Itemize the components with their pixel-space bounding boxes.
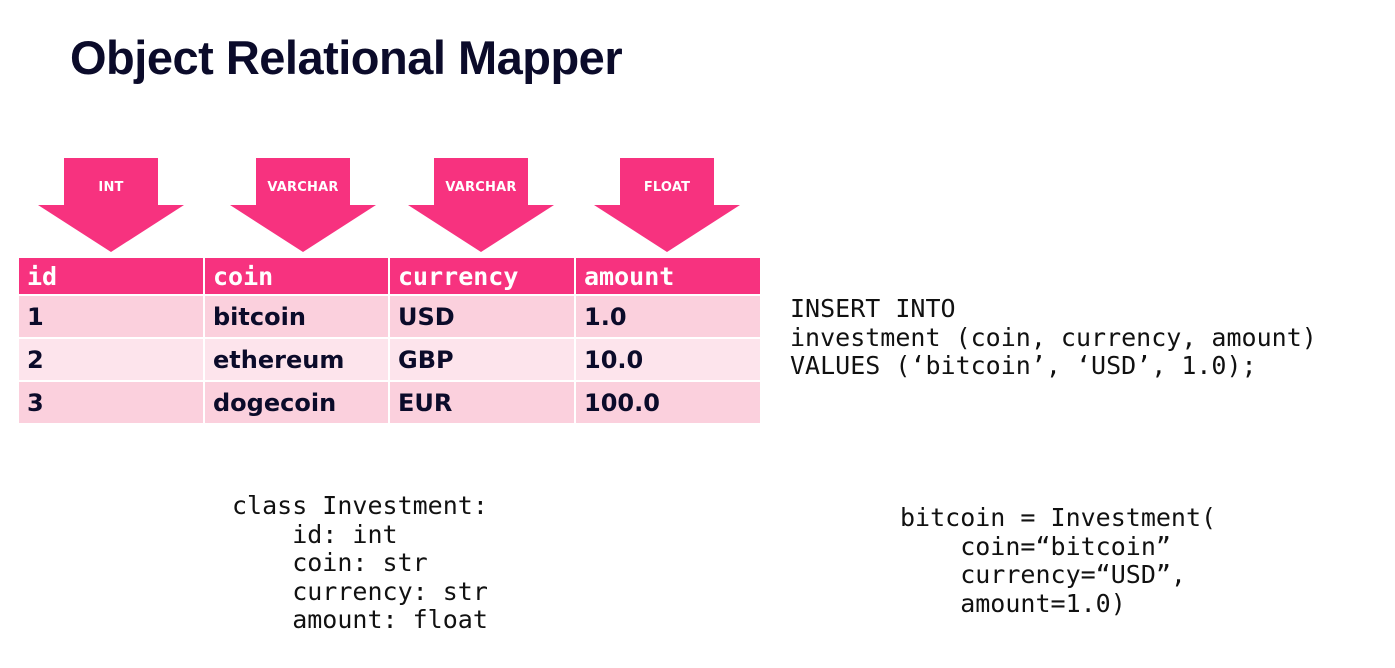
arrow-down-icon [230, 158, 376, 252]
table-header-row: id coin currency amount [19, 258, 760, 296]
type-arrow-float: FLOAT [594, 158, 740, 252]
cell-id: 1 [19, 295, 205, 339]
type-arrow-varchar-currency: VARCHAR [408, 158, 554, 252]
cell-coin: dogecoin [204, 381, 390, 425]
arrow-down-icon [408, 158, 554, 252]
cell-coin: bitcoin [204, 295, 390, 339]
cell-amount: 1.0 [575, 295, 760, 339]
arrow-down-icon [38, 158, 184, 252]
type-arrow-varchar-coin: VARCHAR [230, 158, 376, 252]
type-label-varchar: VARCHAR [267, 180, 339, 195]
python-instance-code: bitcoin = Investment( coin=“bitcoin” cur… [900, 503, 1217, 618]
cell-currency: EUR [389, 381, 576, 425]
type-arrow-int: INT [38, 158, 184, 252]
column-header-amount: amount [575, 258, 760, 296]
table-row: 3 dogecoin EUR 100.0 [19, 381, 760, 425]
table-row: 1 bitcoin USD 1.0 [19, 295, 760, 339]
type-label-varchar: VARCHAR [445, 180, 517, 195]
cell-coin: ethereum [204, 338, 390, 382]
slide-title: Object Relational Mapper [70, 31, 623, 84]
column-header-id: id [19, 258, 205, 296]
cell-amount: 100.0 [575, 381, 760, 425]
arrow-down-icon [594, 158, 740, 252]
python-class-code: class Investment: id: int coin: str curr… [232, 491, 488, 634]
cell-amount: 10.0 [575, 338, 760, 382]
sql-insert-code: INSERT INTO investment (coin, currency, … [790, 294, 1317, 380]
column-header-currency: currency [389, 258, 576, 296]
cell-currency: GBP [389, 338, 576, 382]
cell-id: 2 [19, 338, 205, 382]
table-row: 2 ethereum GBP 10.0 [19, 338, 760, 382]
investment-table: id coin currency amount 1 bitcoin USD 1.… [19, 258, 760, 425]
type-label-int: INT [98, 180, 124, 195]
column-header-coin: coin [204, 258, 390, 296]
cell-id: 3 [19, 381, 205, 425]
cell-currency: USD [389, 295, 576, 339]
type-label-float: FLOAT [643, 180, 691, 195]
